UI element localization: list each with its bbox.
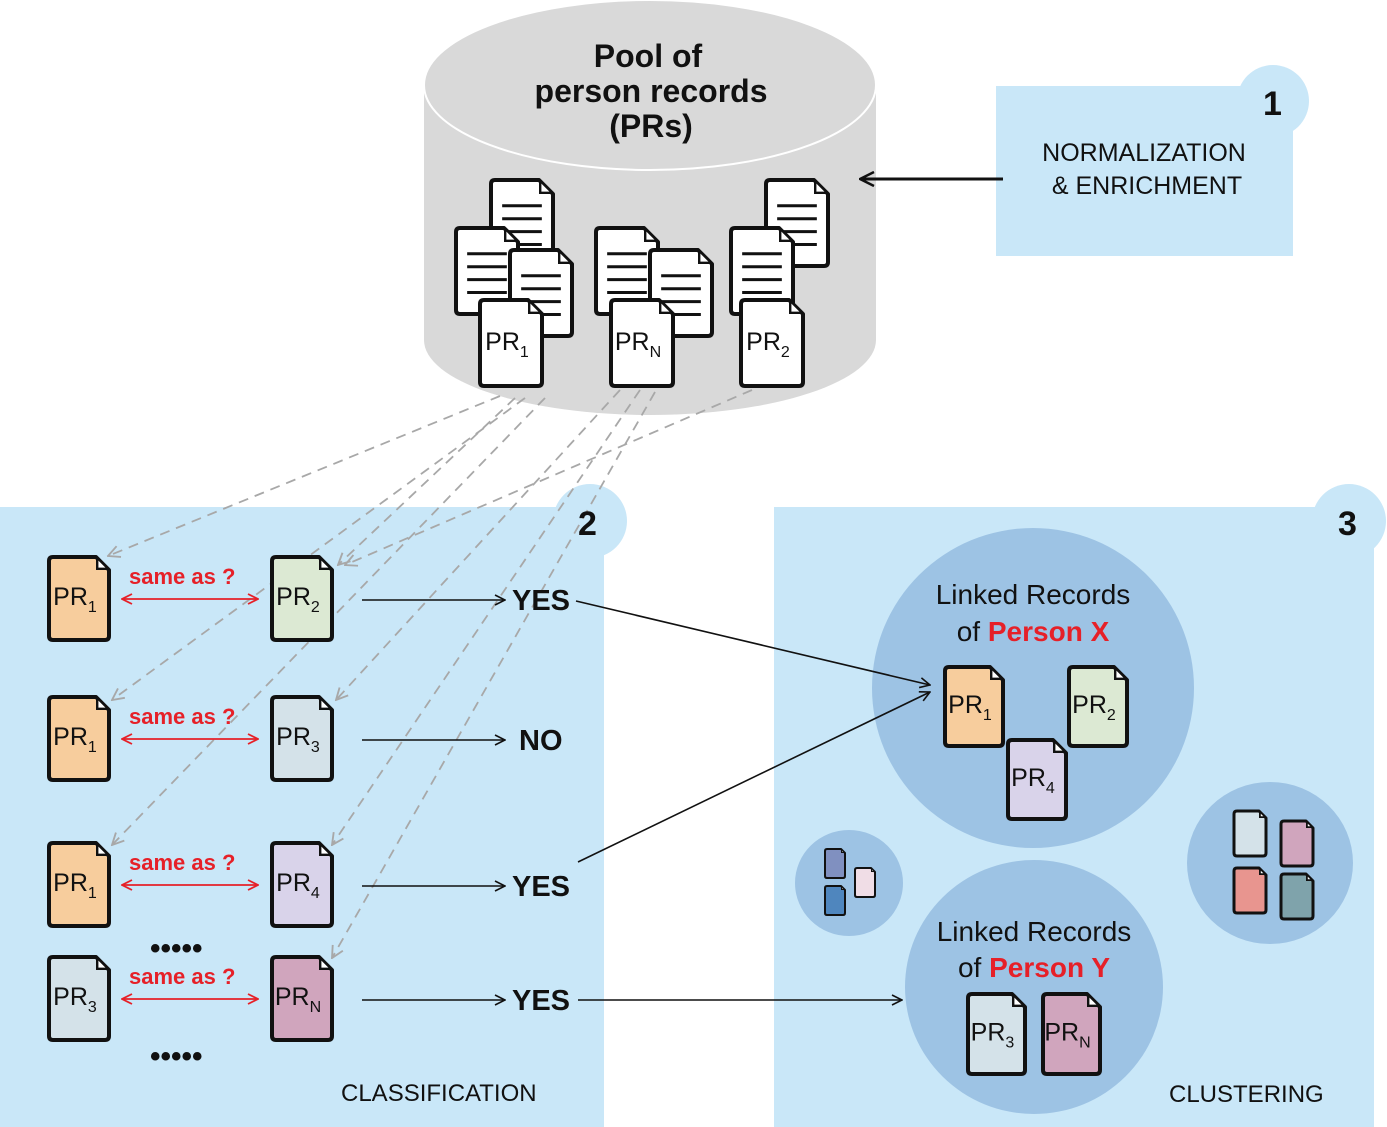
cluster-person-y <box>905 860 1163 1114</box>
record-label: PR1 <box>53 869 97 902</box>
record-label: PR3 <box>971 1018 1015 1051</box>
ellipsis-dots-upper: ••••• <box>150 932 203 965</box>
record-label: PR4 <box>276 869 320 902</box>
small-doc <box>1232 866 1268 915</box>
cluster-y-pr3: PR3 <box>966 992 1027 1076</box>
cluster-x-pr4: PR4 <box>1006 738 1068 821</box>
record-label: PR3 <box>53 983 97 1016</box>
record-label: PR3 <box>276 723 320 756</box>
pool-title-line-2: person records <box>535 73 768 109</box>
cluster-y-of: of <box>958 952 989 983</box>
ellipsis-dots-lower: ••••• <box>150 1040 203 1073</box>
classification-row: PR3 PRN same as ? YES <box>47 955 570 1042</box>
dashed-sample-arrow <box>338 397 516 565</box>
yes-arrow-pr1-pr2-to-x <box>575 600 930 685</box>
answer-label: YES <box>512 871 570 903</box>
classification-label: CLASSIFICATION <box>341 1080 537 1107</box>
right-record: PR4 <box>270 841 334 928</box>
record-label: PR2 <box>276 583 320 616</box>
classification-row: PR1 PR2 same as ? YES <box>47 555 570 642</box>
step-1-number: 1 <box>1263 85 1282 123</box>
cluster-x-pr1: PR1 <box>943 665 1005 748</box>
left-record: PR3 <box>47 955 111 1042</box>
pool-title-line-3: (PRs) <box>609 108 693 144</box>
normalization-line-1: NORMALIZATION <box>1042 139 1246 167</box>
person-x-label: Person X <box>988 616 1110 647</box>
clustering-label: CLUSTERING <box>1169 1081 1324 1108</box>
normalization-line-2: & ENRICHMENT <box>1052 172 1242 200</box>
right-record: PRN <box>270 955 334 1042</box>
cluster-person-x <box>872 528 1194 848</box>
same-as-question: same as ? <box>129 964 235 989</box>
small-doc <box>1279 819 1315 868</box>
record-label: PR1 <box>948 691 992 724</box>
record-label: PR2 <box>746 328 790 361</box>
cluster-y-subtitle: of Person Y <box>958 952 1110 983</box>
dashed-sample-arrow <box>332 389 641 845</box>
step-3-number: 3 <box>1338 505 1357 543</box>
cluster-x-title: Linked Records <box>936 579 1131 610</box>
record-label: PR2 <box>1072 691 1116 724</box>
same-as-question: same as ? <box>129 564 235 589</box>
left-record: PR1 <box>47 555 111 642</box>
pool-title-line-1: Pool of <box>594 38 703 74</box>
left-record: PR1 <box>47 695 111 782</box>
answer-label: YES <box>512 985 570 1017</box>
small-doc <box>1232 809 1268 858</box>
record-label: PR4 <box>1011 764 1055 797</box>
pool-doc-pr1: PR1 <box>478 298 544 388</box>
record-label: PRN <box>1044 1018 1090 1051</box>
cluster-x-of: of <box>957 616 988 647</box>
pool-doc-back <box>729 226 795 316</box>
person-y-label: Person Y <box>989 952 1110 983</box>
small-cluster-left <box>795 830 903 936</box>
record-label: PRN <box>615 328 661 361</box>
record-label: PRN <box>275 983 321 1016</box>
cluster-y-prn: PRN <box>1041 992 1102 1076</box>
cluster-x-pr2: PR2 <box>1067 665 1129 748</box>
cluster-y-title: Linked Records <box>937 916 1132 947</box>
dashed-sample-arrow <box>332 391 656 958</box>
small-doc <box>824 848 846 879</box>
yes-arrow-pr1-pr4-to-x <box>577 692 930 863</box>
small-cluster-right <box>1187 782 1353 944</box>
normalization-panel <box>996 65 1309 256</box>
pool-document-stacks: PR1 PRN PR2 <box>454 178 830 388</box>
answer-label: YES <box>512 585 570 617</box>
small-doc <box>824 885 846 916</box>
record-label: PR1 <box>485 328 529 361</box>
answer-label: NO <box>519 725 563 757</box>
classification-row: PR1 PR3 same as ? NO <box>47 695 563 782</box>
pool-doc-prn: PRN <box>609 298 675 388</box>
dashed-sample-arrow <box>112 397 526 700</box>
dashed-sample-arrow <box>336 389 621 700</box>
same-as-question: same as ? <box>129 850 235 875</box>
dashed-sample-arrow <box>345 389 753 565</box>
record-label: PR1 <box>53 583 97 616</box>
right-record: PR3 <box>270 695 334 782</box>
left-record: PR1 <box>47 841 111 928</box>
dashed-sample-arrow <box>108 395 501 556</box>
right-record: PR2 <box>270 555 334 642</box>
pool-doc-pr2: PR2 <box>739 298 805 388</box>
small-doc <box>1279 872 1315 921</box>
small-doc <box>854 867 876 898</box>
same-as-question: same as ? <box>129 704 235 729</box>
record-label: PR1 <box>53 723 97 756</box>
step-2-number: 2 <box>578 505 597 543</box>
classification-row: PR1 PR4 same as ? YES <box>47 841 570 928</box>
cluster-x-subtitle: of Person X <box>957 616 1110 647</box>
